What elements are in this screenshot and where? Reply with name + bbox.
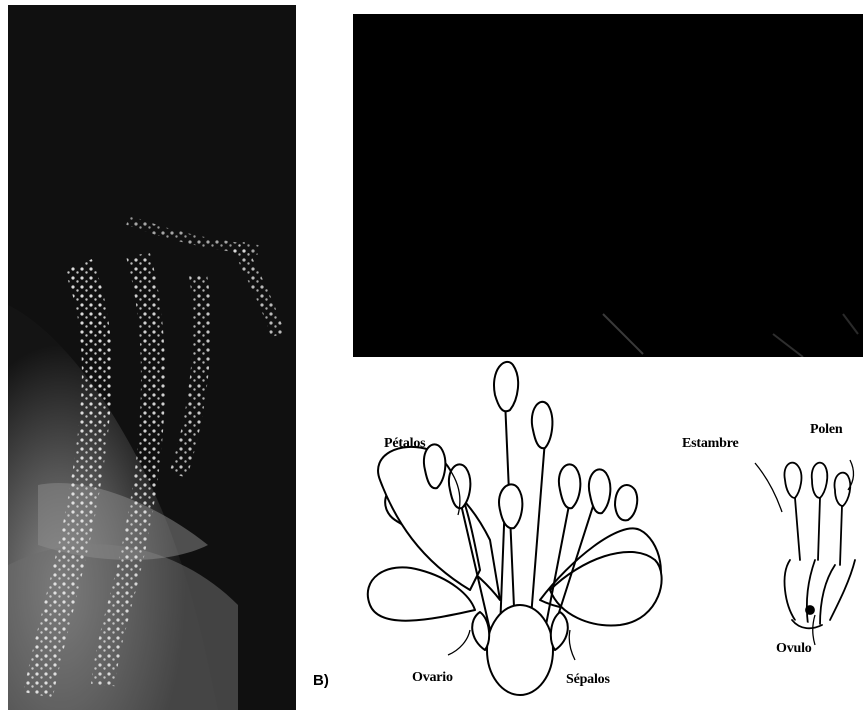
label-ovulo: Ovulo [776,641,812,657]
label-ovario: Ovario [412,670,453,686]
label-polen: Polen [810,422,842,438]
label-estambre: Estambre [682,436,738,452]
panel-letter-b: B) [313,672,329,689]
label-petalos: Pétalos [384,436,425,452]
label-sepalos: Sépalos [566,672,610,688]
